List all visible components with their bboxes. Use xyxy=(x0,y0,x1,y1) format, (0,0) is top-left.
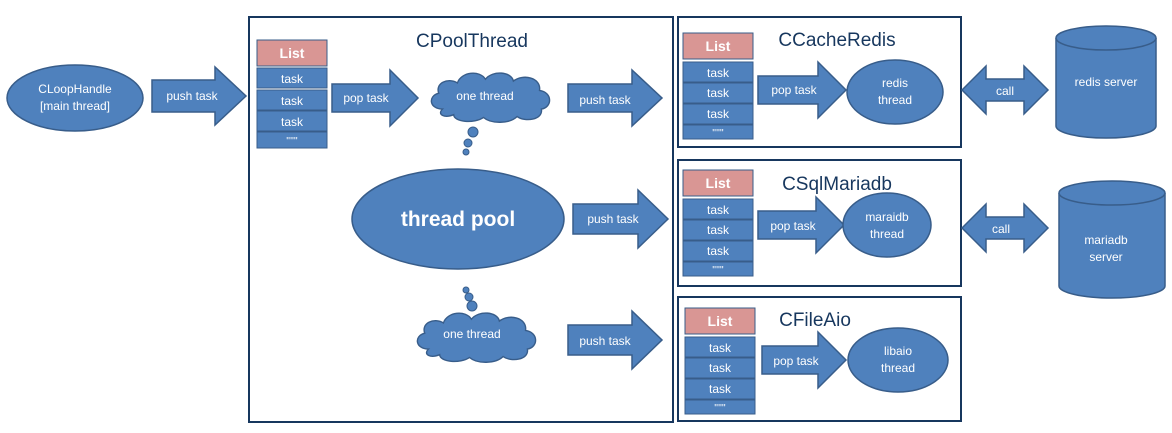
fileaio-thread-node: libaio thread xyxy=(847,327,949,393)
one-thread-cloud-top: one thread xyxy=(430,72,551,124)
pool-push-task-mid-label: push task xyxy=(587,212,639,226)
mariadb-list-item: task xyxy=(707,223,730,237)
redis-task-list: List task task task '''''' xyxy=(682,32,754,140)
mariadb-server-label-line2: server xyxy=(1089,250,1122,264)
redis-list-item: task xyxy=(707,86,730,100)
pool-push-task-arrow-mid: push task xyxy=(572,188,670,250)
redis-thread-node: redis thread xyxy=(846,59,944,125)
pool-push-task-bottom-label: push task xyxy=(579,334,631,348)
pool-list-item: '''''' xyxy=(286,136,298,147)
mariadb-server-label-line1: mariadb xyxy=(1084,233,1128,247)
cfileaio-title: CFileAio xyxy=(779,310,851,331)
fileaio-list-item: task xyxy=(709,361,732,375)
redis-call-label: call xyxy=(996,84,1014,98)
push-task-arrow-main-label: push task xyxy=(166,89,218,103)
redis-list-item: task xyxy=(707,107,730,121)
thought-bubbles-bottom xyxy=(462,286,478,312)
one-thread-cloud-bottom-label: one thread xyxy=(443,327,500,341)
cpoolthread-title: CPoolThread xyxy=(416,31,528,52)
pool-list-item: task xyxy=(281,94,304,108)
redis-call-arrow: call xyxy=(960,64,1050,116)
redis-server-cylinder: redis server xyxy=(1055,25,1157,139)
redis-pop-task-label: pop task xyxy=(771,83,817,97)
pool-push-task-top-label: push task xyxy=(579,93,631,107)
mariadb-list-header: List xyxy=(706,175,731,191)
pool-pop-task-label: pop task xyxy=(343,91,389,105)
fileaio-thread-label-line1: libaio xyxy=(884,344,912,358)
mariadb-list-item: '''''' xyxy=(712,265,724,276)
mariadb-thread-label-line2: thread xyxy=(870,227,904,241)
csqlmariadb-title: CSqlMariadb xyxy=(782,174,892,195)
csqlmariadb-frame xyxy=(677,159,962,287)
mariadb-call-arrow: call xyxy=(960,202,1050,254)
cpoolthread-frame xyxy=(248,16,674,423)
fileaio-list-item: task xyxy=(709,341,732,355)
pool-list-item: task xyxy=(281,115,304,129)
mariadb-thread-label-line1: maraidb xyxy=(865,210,909,224)
one-thread-cloud-top-label: one thread xyxy=(456,89,513,103)
pool-list-item: task xyxy=(281,72,304,86)
pool-push-task-arrow-bottom: push task xyxy=(567,309,664,371)
mariadb-pop-task-label: pop task xyxy=(770,219,816,233)
fileaio-thread-label-line2: thread xyxy=(881,361,915,375)
mariadb-pop-task-arrow: pop task xyxy=(757,195,846,255)
pool-task-list: List task task task '''''' xyxy=(256,39,328,149)
mariadb-server-cylinder: mariadb server xyxy=(1058,180,1166,299)
fileaio-task-list: List task task task '''''' xyxy=(684,307,756,415)
push-task-arrow-main: push task xyxy=(151,65,248,127)
redis-thread-label-line1: redis xyxy=(882,76,908,90)
ccacheredis-frame xyxy=(677,16,962,148)
redis-list-item: task xyxy=(707,66,730,80)
mariadb-list-item: task xyxy=(707,203,730,217)
mariadb-list-item: task xyxy=(707,244,730,258)
thread-pool-node: thread pool xyxy=(351,168,565,270)
fileaio-pop-task-arrow: pop task xyxy=(761,330,848,390)
mariadb-task-list: List task task task '''''' xyxy=(682,169,754,277)
pool-pop-task-arrow: pop task xyxy=(331,68,420,128)
fileaio-list-item: task xyxy=(709,382,732,396)
cloophandle-label-line1: CLoopHandle xyxy=(38,82,112,96)
redis-thread-label-line2: thread xyxy=(878,93,912,107)
pool-list-header: List xyxy=(280,45,305,61)
mariadb-call-label: call xyxy=(992,222,1010,236)
fileaio-list-item: '''''' xyxy=(714,403,726,414)
redis-server-label-line1: redis server xyxy=(1075,75,1138,89)
one-thread-cloud-bottom: one thread xyxy=(416,312,537,364)
redis-pop-task-arrow: pop task xyxy=(757,60,848,120)
thread-pool-label: thread pool xyxy=(401,208,515,231)
fileaio-list-header: List xyxy=(708,313,733,329)
mariadb-thread-node: maraidb thread xyxy=(842,192,932,258)
ccacheredis-title: CCacheRedis xyxy=(778,30,895,51)
cloophandle-label-line2: [main thread] xyxy=(40,99,110,113)
thought-bubbles-top xyxy=(462,126,479,156)
redis-list-item: '''''' xyxy=(712,128,724,139)
cfileaio-frame xyxy=(677,296,962,422)
fileaio-pop-task-label: pop task xyxy=(773,354,819,368)
pool-push-task-arrow-top: push task xyxy=(567,68,664,128)
redis-list-header: List xyxy=(706,38,731,54)
cloophandle-node: CLoopHandle [main thread] xyxy=(6,64,144,132)
